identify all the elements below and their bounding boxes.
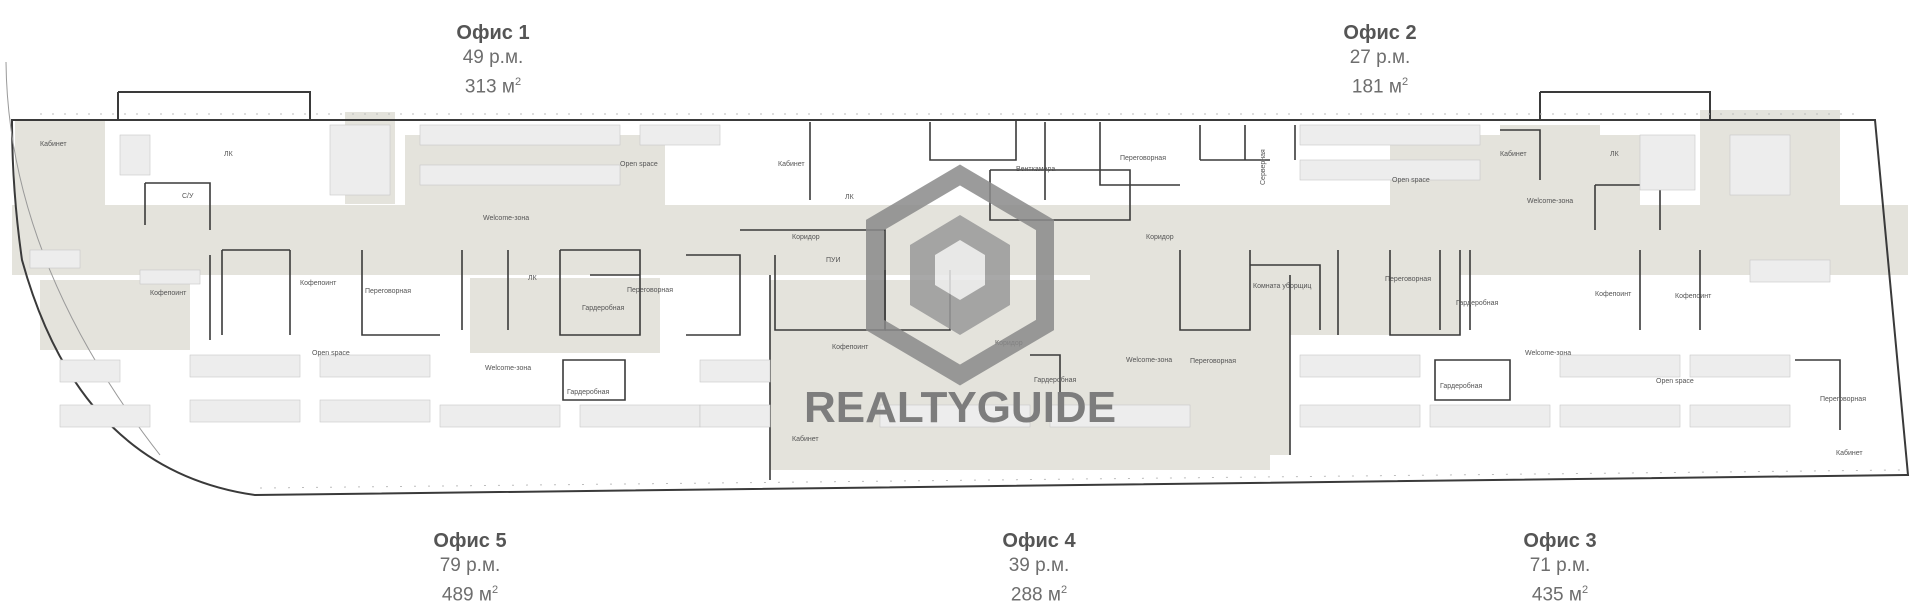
room-peregovornaya3: Переговорная — [1385, 276, 1431, 283]
room-ventkamera: Венткамера — [1016, 166, 1055, 173]
room-su1: С/У — [182, 193, 194, 200]
watermark-text: REALTYGUIDE — [804, 383, 1116, 432]
room-welcome4: Welcome-зона — [1126, 357, 1172, 364]
room-garderobnaya3: Гардеробная — [1456, 299, 1499, 307]
office5-label: Офис 5 79 р.м. 489 м2 — [350, 528, 590, 607]
room-lk2: ЛК — [528, 275, 538, 282]
room-openspace5: Open space — [312, 350, 350, 357]
zone-fills — [12, 110, 1908, 470]
room-garderobnaya4: Гардеробная — [1440, 382, 1483, 390]
office1-area: 313 м2 — [464, 76, 522, 98]
room-peregovornaya4: Переговорная — [1190, 358, 1236, 365]
office2-seats: 27 р.м. — [1349, 47, 1411, 68]
office4-seats: 39 р.м. — [1008, 555, 1070, 576]
room-openspace2: Open space — [1392, 177, 1430, 184]
room-kofepoint3: Кофепоинт — [832, 344, 869, 351]
office1-seats: 49 р.м. — [462, 47, 524, 68]
office2-area: 181 м2 — [1351, 76, 1409, 98]
room-koridor2: Коридор — [1146, 234, 1174, 241]
room-garderobnaya2: Гардеробная — [1034, 376, 1077, 384]
office4-title: Офис 4 — [1002, 530, 1076, 552]
room-lk3: ЛК — [845, 194, 855, 201]
room-peregovornaya1: Переговорная — [365, 288, 411, 295]
room-lk1: ЛК — [224, 151, 234, 158]
room-kabinet2: Кабинет — [1500, 150, 1527, 158]
room-kabinet3: Кабинет — [1836, 449, 1863, 457]
room-garderobnaya5: Гардеробная — [567, 388, 610, 396]
room-peregovornaya2: Переговорная — [627, 287, 673, 294]
room-welcome2: Welcome-зона — [1527, 198, 1573, 205]
room-koridor1: Коридор — [792, 234, 820, 241]
office4-area: 288 м2 — [1010, 584, 1068, 606]
office2-label: Офис 2 27 р.м. 181 м2 — [1260, 20, 1500, 99]
room-kofepoint2: Кофепоинт — [300, 280, 337, 287]
office3-label: Офис 3 71 р.м. 435 м2 — [1440, 528, 1680, 607]
room-kofepoint4: Кофепоинт — [1595, 291, 1632, 298]
room-kabinet-left: Кабинет — [40, 140, 67, 148]
office5-title: Офис 5 — [433, 530, 507, 552]
room-servernaya: Серверная — [1260, 149, 1267, 185]
office2-title: Офис 2 — [1343, 22, 1417, 44]
watermark-logo — [866, 164, 1054, 386]
room-peregovornaya6: Переговорная — [1820, 396, 1866, 403]
room-kofepoint1: Кофепоинт — [150, 290, 187, 297]
room-welcome3: Welcome-зона — [1525, 350, 1571, 357]
office3-seats: 71 р.м. — [1529, 555, 1591, 576]
room-garderobnaya1: Гардеробная — [582, 304, 625, 312]
room-pui: ПУИ — [826, 257, 841, 264]
room-welcome5: Welcome-зона — [485, 365, 531, 372]
room-kabinet1: Кабинет — [778, 160, 805, 168]
office5-seats: 79 р.м. — [439, 555, 501, 576]
office3-area: 435 м2 — [1531, 584, 1589, 606]
office1-label: Офис 1 49 р.м. 313 м2 — [373, 20, 613, 99]
room-lk4: ЛК — [1610, 151, 1620, 158]
desk-rows — [29, 124, 1831, 428]
room-welcome1: Welcome-зона — [483, 215, 529, 222]
room-peregovornaya5: Переговорная — [1120, 155, 1166, 162]
room-komnata: Комната уборщиц — [1253, 282, 1311, 290]
room-openspace3: Open space — [1656, 378, 1694, 385]
office4-label: Офис 4 39 р.м. 288 м2 — [919, 528, 1159, 607]
office5-area: 489 м2 — [441, 584, 499, 606]
room-openspace1: Open space — [620, 161, 658, 168]
office1-title: Офис 1 — [456, 22, 530, 44]
room-kofepoint5: Кофепоинт — [1675, 293, 1712, 300]
room-kabinet4: Кабинет — [792, 435, 819, 443]
office3-title: Офис 3 — [1523, 530, 1597, 552]
